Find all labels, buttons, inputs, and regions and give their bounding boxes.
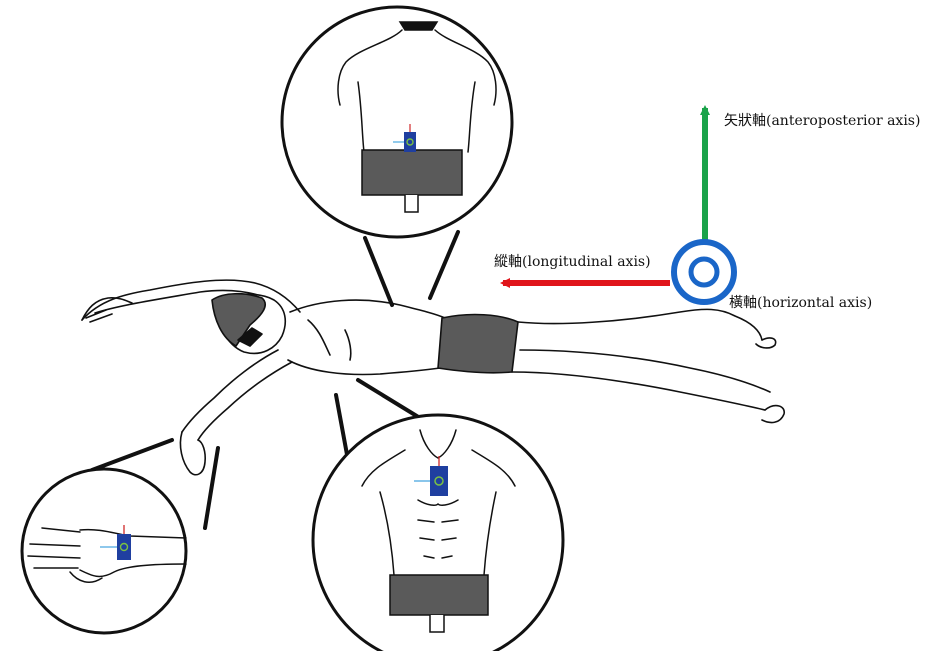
lower-arm [182, 350, 292, 440]
anteroposterior-axis-label: 矢狀軸(anteroposterior axis) [724, 110, 920, 130]
legs [512, 309, 770, 410]
back-shorts [362, 150, 462, 195]
front-shorts [390, 575, 488, 615]
torso [288, 300, 445, 374]
shorts [438, 315, 518, 373]
horizontal-axis-inner-ring [691, 259, 717, 285]
chest-lines [308, 320, 351, 360]
foot-left [762, 406, 784, 423]
callout-wrist-view [22, 469, 186, 633]
longitudinal-axis-label: 縱軸(longitudinal axis) [494, 251, 651, 271]
axes-diagram [503, 108, 734, 302]
horizontal-axis-label: 橫軸(horizontal axis) [729, 292, 872, 312]
callout-back-view [282, 7, 512, 237]
callout-chest-view [313, 415, 563, 651]
foot-right [756, 338, 776, 348]
neck [400, 22, 437, 30]
lower-hand [180, 432, 205, 475]
